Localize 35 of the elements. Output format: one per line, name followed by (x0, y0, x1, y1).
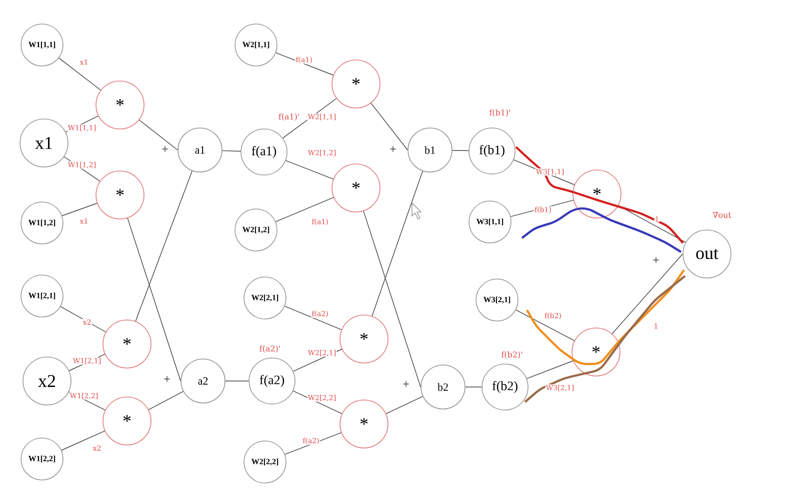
connector-line (526, 360, 574, 379)
gradient-label: f(a2)' (260, 345, 280, 353)
connector-line (370, 102, 408, 150)
plus-sign: + (653, 257, 659, 263)
plus-sign: + (403, 381, 409, 387)
connector-line (372, 170, 423, 316)
plus-sign: + (162, 146, 168, 152)
connector-line (275, 197, 334, 222)
connector-line (510, 200, 574, 217)
gradient-label: f(b2)' (501, 351, 522, 359)
connector-line (62, 202, 98, 216)
connector-line (284, 432, 342, 455)
gradient-label: f(a1)' (278, 113, 299, 121)
connector-line (60, 306, 106, 332)
connector-line (135, 170, 192, 322)
connector-line (58, 58, 102, 90)
connector-line (284, 306, 342, 330)
connector-line (452, 150, 469, 151)
connector-line (225, 380, 249, 382)
connector-line (61, 430, 106, 451)
connector-line (363, 210, 421, 388)
connector-line (386, 396, 424, 414)
connector-line (127, 218, 181, 382)
connector-line (285, 160, 334, 180)
plus-sign: + (390, 146, 396, 152)
plus-sign: + (164, 376, 170, 382)
gradient-label: f(b1)' (489, 109, 510, 117)
connector-line (516, 310, 575, 341)
connector-line (222, 150, 241, 152)
connector-line (148, 391, 184, 410)
connector-line (465, 386, 482, 388)
connector-line (276, 52, 334, 76)
gradient-label: ∇out (712, 212, 732, 218)
connector-line (612, 254, 683, 334)
connector-line (138, 120, 178, 150)
